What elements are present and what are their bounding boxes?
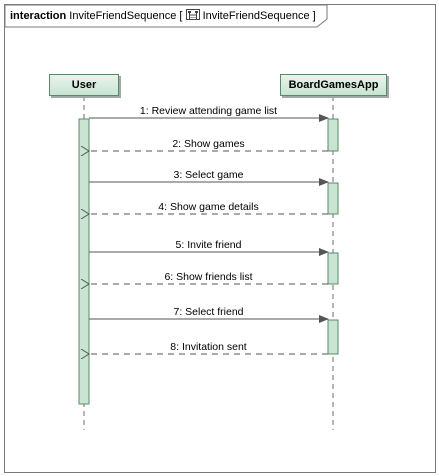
message-label-7: 7: Select friend [173,306,244,318]
lifeline-head-user[interactable]: User [49,74,119,96]
messages [89,114,329,354]
activation-app-1 [327,118,339,152]
activation-bars [78,118,339,405]
activation-app-2 [327,182,339,215]
frame-name: InviteFriendSequence [69,10,177,22]
lifeline-head-boardgamesapp[interactable]: BoardGamesApp [280,74,387,96]
frame-title: interaction InviteFriendSequence [ Invit… [10,9,316,23]
activation-user [78,118,90,405]
message-label-2: 2: Show games [172,138,245,150]
message-label-4: 4: Show game details [158,201,259,213]
frame-ref-close: ] [312,10,316,22]
message-label-6: 6: Show friends list [164,271,253,283]
frame-keyword: interaction [10,10,67,22]
activation-app-4 [327,319,339,355]
frame-tab [5,5,328,28]
frame-ref-name: InviteFriendSequence [202,10,310,22]
message-label-8: 8: Invitation sent [170,341,247,353]
message-label-1: 1: Review attending game list [139,105,278,117]
frame-ref-open: [ [179,10,183,22]
message-label-3: 3: Select game [173,169,244,181]
message-label-5: 5: Invite friend [175,239,242,251]
activation-app-3 [327,252,339,285]
sequence-diagram-icon [185,9,200,20]
